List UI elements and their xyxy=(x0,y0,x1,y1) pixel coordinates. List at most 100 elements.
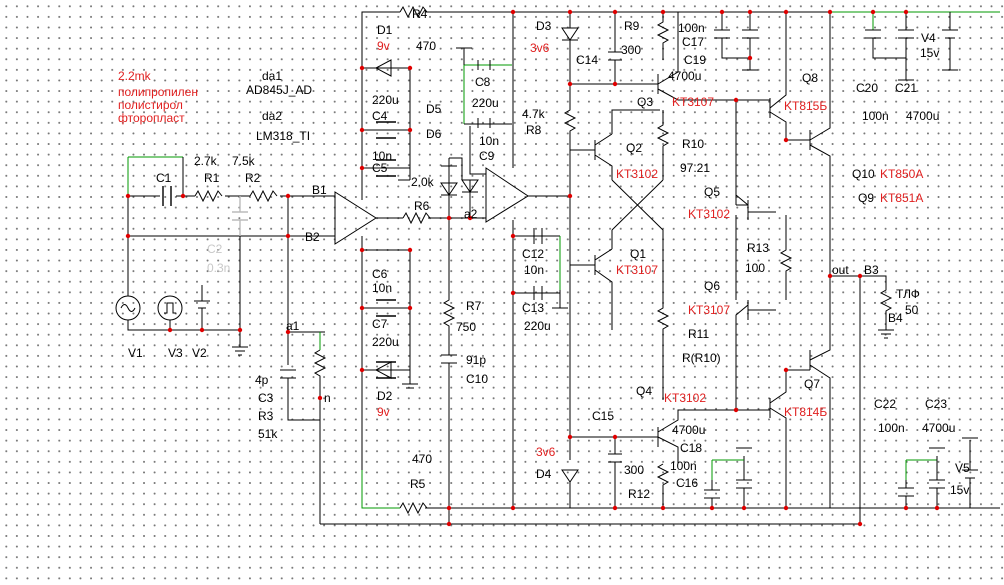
v5-ref: V5 xyxy=(955,461,970,475)
junction-dot xyxy=(180,193,186,199)
junction-dot xyxy=(510,290,516,296)
c20-ref: C20 xyxy=(856,81,879,95)
note-line-3: полистирол xyxy=(118,98,183,112)
junction-dot xyxy=(903,505,909,511)
junction-dot xyxy=(870,9,876,15)
q9-part: KT851A xyxy=(880,191,924,205)
q8-part: KT815Б xyxy=(784,99,828,113)
junction-dot xyxy=(567,434,573,440)
c12-value: 10n xyxy=(524,263,545,277)
q2-ref: Q2 xyxy=(626,141,643,155)
d3-value: 3v6 xyxy=(530,41,550,55)
c3-value: 4p xyxy=(255,373,269,387)
junction-dot xyxy=(510,233,516,239)
junction-dot xyxy=(612,505,618,511)
node-out: out xyxy=(832,263,849,277)
junction-dot xyxy=(567,193,573,199)
junction-dot xyxy=(510,9,516,15)
c5-ref: C5 xyxy=(372,161,388,175)
v1-label: V1 xyxy=(128,346,143,360)
d4-value: 3v6 xyxy=(536,445,556,459)
r13-ref: R13 xyxy=(747,241,770,255)
r11-value: R(R10) xyxy=(682,351,721,365)
junction-dot xyxy=(733,407,739,413)
q1-ref: Q1 xyxy=(630,247,647,261)
junction-dot xyxy=(827,273,833,279)
junction-dot xyxy=(733,97,739,103)
c7-ref: C7 xyxy=(372,317,388,331)
node-b2: B2 xyxy=(305,230,320,244)
junction-dot xyxy=(446,215,452,221)
junction-dot xyxy=(783,367,789,373)
junction-dot xyxy=(359,65,365,71)
r13-value: 100 xyxy=(745,261,766,275)
junction-dot xyxy=(407,305,413,311)
junction-dot xyxy=(359,127,365,133)
c5-value: 10n xyxy=(372,149,393,163)
c16-ref: C16 xyxy=(676,476,699,490)
c4-ref: C4 xyxy=(372,109,388,123)
c21-value: 4700u xyxy=(906,109,940,123)
c2-ref: C2 xyxy=(207,242,223,256)
note-line-2: полипропилен xyxy=(118,85,198,99)
c16-value: 100n xyxy=(670,459,697,473)
c10-ref: C10 xyxy=(466,372,489,386)
r4-ref: R4 xyxy=(412,7,428,21)
load-label: ТЛФ xyxy=(896,287,920,301)
c21-ref: C21 xyxy=(895,81,918,95)
c13-ref: C13 xyxy=(522,301,545,315)
c22-ref: C22 xyxy=(874,397,897,411)
v4-ref: V4 xyxy=(921,31,936,45)
junction-dot xyxy=(719,9,725,15)
r6-value: 2.0k xyxy=(411,175,434,189)
q8-ref: Q8 xyxy=(802,71,819,85)
da2-ref: da2 xyxy=(262,109,283,123)
junction-dot xyxy=(567,81,573,87)
junction-dot xyxy=(125,233,131,239)
note-line-1: 2.2mk xyxy=(118,69,151,83)
r9-value: 300 xyxy=(621,43,642,57)
junction-dot xyxy=(510,505,516,511)
c13-value: 220u xyxy=(524,319,551,333)
c18-value: 4700u xyxy=(672,423,706,437)
junction-dot xyxy=(783,9,789,15)
r8-value: 4.7k xyxy=(522,107,545,121)
d2-value: 9v xyxy=(377,405,390,419)
c18-ref: C18 xyxy=(680,441,703,455)
r6-ref: R6 xyxy=(414,199,430,213)
c9-value: 10n xyxy=(479,134,500,148)
load-value: 50 xyxy=(905,303,919,317)
junction-dot xyxy=(857,521,863,527)
junction-dot xyxy=(612,81,618,87)
q6-ref: Q6 xyxy=(704,279,721,293)
r10-ref: R10 xyxy=(682,137,705,151)
junction-dot xyxy=(783,137,789,143)
note-line-4: фторопласт xyxy=(118,111,185,125)
q5-ref: Q5 xyxy=(704,185,721,199)
da2-part: LM318_TI xyxy=(256,129,311,143)
q6-part: KT3107 xyxy=(688,303,731,317)
v3-label: V3 xyxy=(168,346,183,360)
c6-value: 10n xyxy=(372,281,393,295)
junction-dot xyxy=(407,247,413,253)
junction-dot xyxy=(612,434,618,440)
node-a2: a2 xyxy=(464,207,478,221)
v2-label: V2 xyxy=(192,346,207,360)
r3-value: 51k xyxy=(258,427,278,441)
q9-ref: Q9 xyxy=(858,191,875,205)
r11-ref: R11 xyxy=(688,327,710,341)
junction-dot xyxy=(903,9,909,15)
c15-ref: C15 xyxy=(592,409,615,423)
q7-part: KT814Б xyxy=(784,405,828,419)
junction-dot xyxy=(199,327,205,333)
junction-dot xyxy=(285,193,291,199)
junction-dot xyxy=(317,395,323,401)
c6-ref: C6 xyxy=(372,267,388,281)
junction-dot xyxy=(285,233,291,239)
node-b4: B4 xyxy=(888,311,903,325)
junction-dot xyxy=(747,55,753,61)
q10-part: KT850A xyxy=(880,167,924,181)
junction-dot xyxy=(359,305,365,311)
